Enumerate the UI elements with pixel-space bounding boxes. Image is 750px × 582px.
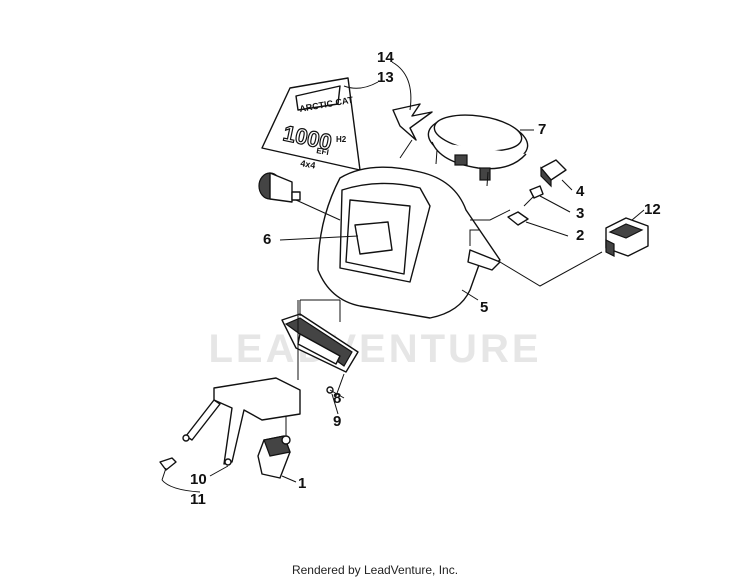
callout-7[interactable]: 7 — [538, 121, 546, 138]
callout-14[interactable]: 14 — [377, 49, 394, 66]
callout-9[interactable]: 9 — [333, 413, 341, 430]
part-7-gauge[interactable] — [425, 110, 530, 187]
callout-13[interactable]: 13 — [377, 69, 394, 86]
callout-5[interactable]: 5 — [480, 299, 488, 316]
part-3-key[interactable] — [523, 185, 544, 207]
callout-1[interactable]: 1 — [298, 475, 306, 492]
part-5-dash-pod[interactable] — [317, 166, 501, 319]
callout-leaders — [161, 61, 645, 493]
callout-8[interactable]: 8 — [333, 390, 341, 407]
part-2-nut[interactable] — [507, 211, 529, 226]
part-6-ignition-switch[interactable] — [258, 172, 301, 203]
callout-4[interactable]: 4 — [576, 183, 585, 200]
part-11-clip[interactable] — [159, 457, 177, 481]
callout-11[interactable]: 11 — [190, 491, 206, 508]
decal-drive-text: 4x4 — [300, 158, 317, 170]
footer-credit: Rendered by LeadVenture, Inc. — [291, 563, 459, 577]
callout-2[interactable]: 2 — [576, 227, 584, 244]
callout-12[interactable]: 12 — [644, 201, 661, 218]
callout-10[interactable]: 10 — [190, 471, 207, 488]
part-13-decal[interactable]: ARCTIC CAT 1000 H2 EFI 4x4 — [261, 77, 361, 171]
part-12-switch[interactable] — [605, 217, 649, 257]
part-1-power-outlet[interactable] — [257, 435, 291, 479]
decal-efi-text: EFI — [316, 146, 330, 157]
part-14-logo-decal[interactable] — [392, 103, 433, 141]
part-8-bezel[interactable] — [281, 313, 359, 373]
callout-6[interactable]: 6 — [263, 231, 271, 248]
part-10-bracket[interactable] — [182, 377, 301, 466]
callout-labels: 14 13 7 4 3 2 12 6 5 8 9 10 11 1 — [190, 49, 661, 508]
assembly-guide-lines — [285, 139, 603, 436]
decal-sub-text: H2 — [336, 135, 347, 144]
part-4-cap[interactable] — [540, 159, 567, 188]
watermark-text: LEADVENTURE — [208, 327, 541, 371]
callout-3[interactable]: 3 — [576, 205, 584, 222]
